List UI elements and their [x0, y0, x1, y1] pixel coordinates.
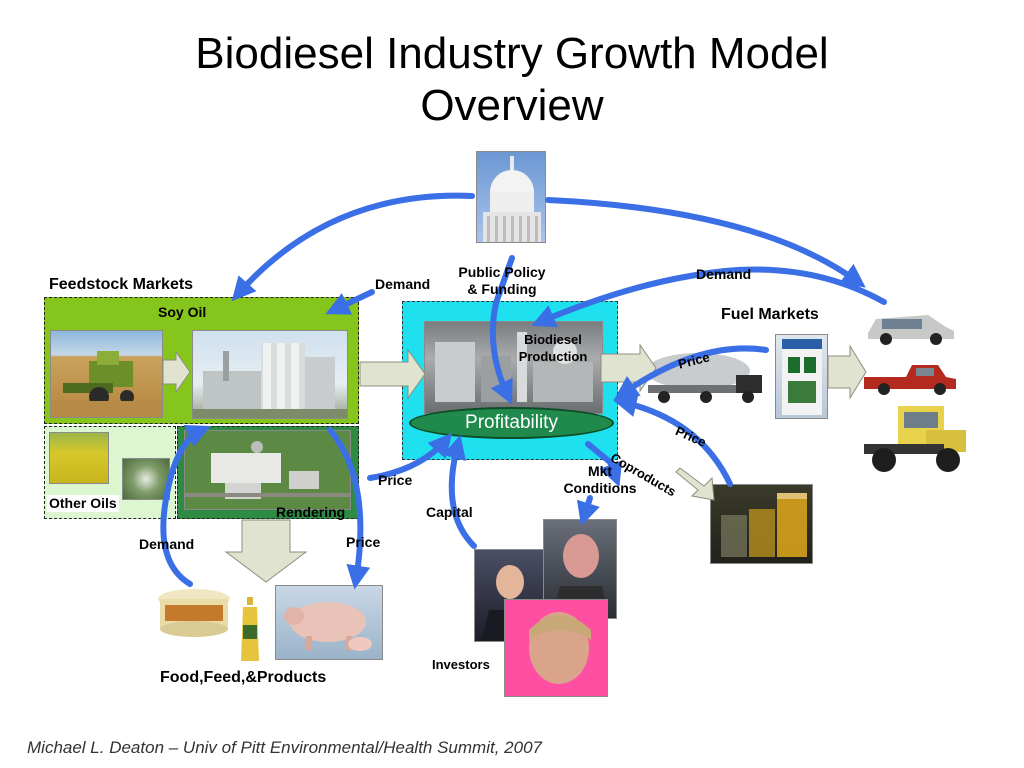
- vehicles-demand-arrow: [531, 266, 887, 328]
- profitability-node: Profitability: [409, 407, 614, 439]
- pigs-photo: [275, 585, 383, 660]
- person-icon: [529, 612, 591, 684]
- price-label-center: Price: [378, 472, 413, 488]
- grain-elevator-photo: [192, 330, 348, 419]
- mkt-conditions-line1: Mkt: [587, 463, 613, 479]
- demand-label-feedstock: Demand: [375, 276, 431, 292]
- demand-to-feedstock-arrow: [325, 289, 375, 315]
- production-plant-photo: [424, 321, 603, 414]
- policy-to-fuel-arrow: [545, 197, 866, 288]
- rendering-price-arrow: [327, 427, 371, 590]
- coproducts-price-arrow: [612, 393, 733, 487]
- capitol-icon: [483, 156, 541, 242]
- public-policy-label: Public Policy & Funding: [450, 264, 554, 298]
- public-policy-line1: Public Policy: [458, 264, 546, 280]
- feedstock-markets-label: Feedstock Markets: [49, 276, 194, 293]
- rendering-demand-arrow: [160, 425, 211, 587]
- fuel-pump-icon: [782, 339, 822, 415]
- margarine-tub-photo: [155, 587, 233, 639]
- capital-label: Capital: [426, 504, 473, 520]
- block-arrow-to-coproducts: [675, 467, 715, 501]
- harvester-icon: [51, 351, 162, 417]
- block-arrow-soy-to-production: [359, 348, 426, 400]
- pig-icon: [284, 602, 372, 651]
- price-to-profit-arrow: [367, 432, 453, 481]
- policy-to-feedstock-arrow: [231, 192, 475, 302]
- block-arrow-field-to-soy: [162, 350, 191, 394]
- investors-label: Investors: [432, 657, 490, 672]
- tanker-truck-photo: [640, 347, 768, 409]
- elevator-icon: [193, 343, 347, 418]
- semi-truck-photo: [858, 400, 970, 478]
- slide-title-line2: Overview: [420, 81, 604, 130]
- oil-bottle-photo: [237, 595, 263, 665]
- demand-label-fuel: Demand: [696, 266, 752, 282]
- fuel-pump-photo: [775, 334, 828, 419]
- block-arrow-production-to-tanker: [600, 343, 657, 393]
- rendering-plant-photo: [184, 430, 351, 510]
- food-feed-products-label: Food,Feed,&Products: [160, 669, 327, 686]
- truck-icon: [864, 406, 966, 472]
- slide-footer: Michael L. Deaton – Univ of Pitt Environ…: [27, 738, 542, 757]
- plant-equipment-icon: [435, 332, 593, 402]
- mkt-conditions-arrow: [585, 441, 623, 487]
- coproducts-beakers-photo: [710, 484, 813, 564]
- policy-to-production-arrow: [489, 255, 515, 405]
- canola-field-photo: [49, 432, 109, 484]
- biodiesel-production-line1: Biodiesel: [524, 332, 582, 347]
- mkt-to-investors-arrow: [576, 495, 600, 527]
- mkt-conditions-line2: Conditions: [563, 480, 637, 496]
- capitol-building-photo: [476, 151, 546, 243]
- harvester-field-photo: [50, 330, 163, 418]
- demand-label-food: Demand: [139, 536, 195, 552]
- oilseed-plant-photo: [122, 458, 170, 500]
- investor-photo-3: [504, 599, 608, 697]
- rendering-label: Rendering: [276, 504, 346, 520]
- block-arrow-to-food: [224, 519, 308, 583]
- mkt-conditions-label: Mkt Conditions: [555, 463, 645, 497]
- beakers-icon: [721, 493, 807, 557]
- bottle-icon: [241, 597, 259, 661]
- fuel-markets-label: Fuel Markets: [721, 306, 819, 323]
- tanker-icon: [646, 353, 762, 403]
- slide-title-line1: Biodiesel Industry Growth Model: [195, 29, 829, 78]
- capital-arrow: [442, 434, 477, 549]
- block-arrow-pump-to-vehicles: [827, 344, 867, 400]
- public-policy-line2: & Funding: [467, 281, 537, 297]
- tanker-price-arrow: [614, 345, 769, 400]
- red-pickup-photo: [860, 355, 960, 397]
- rendering-plant-icon: [185, 431, 350, 509]
- other-oils-label: Other Oils: [47, 495, 119, 512]
- profitability-label: Profitability: [465, 412, 558, 433]
- slide-title: Biodiesel Industry Growth Model Overview: [0, 28, 1024, 132]
- pickup-icon: [864, 365, 956, 395]
- car-icon: [868, 315, 954, 345]
- biodiesel-production-line2: Production: [518, 349, 588, 364]
- price-label-bottom: Price: [346, 534, 381, 550]
- station-wagon-photo: [862, 305, 957, 347]
- soy-oil-label: Soy Oil: [158, 304, 207, 320]
- margarine-icon: [158, 589, 230, 637]
- biodiesel-production-label: Biodiesel Production: [503, 331, 603, 365]
